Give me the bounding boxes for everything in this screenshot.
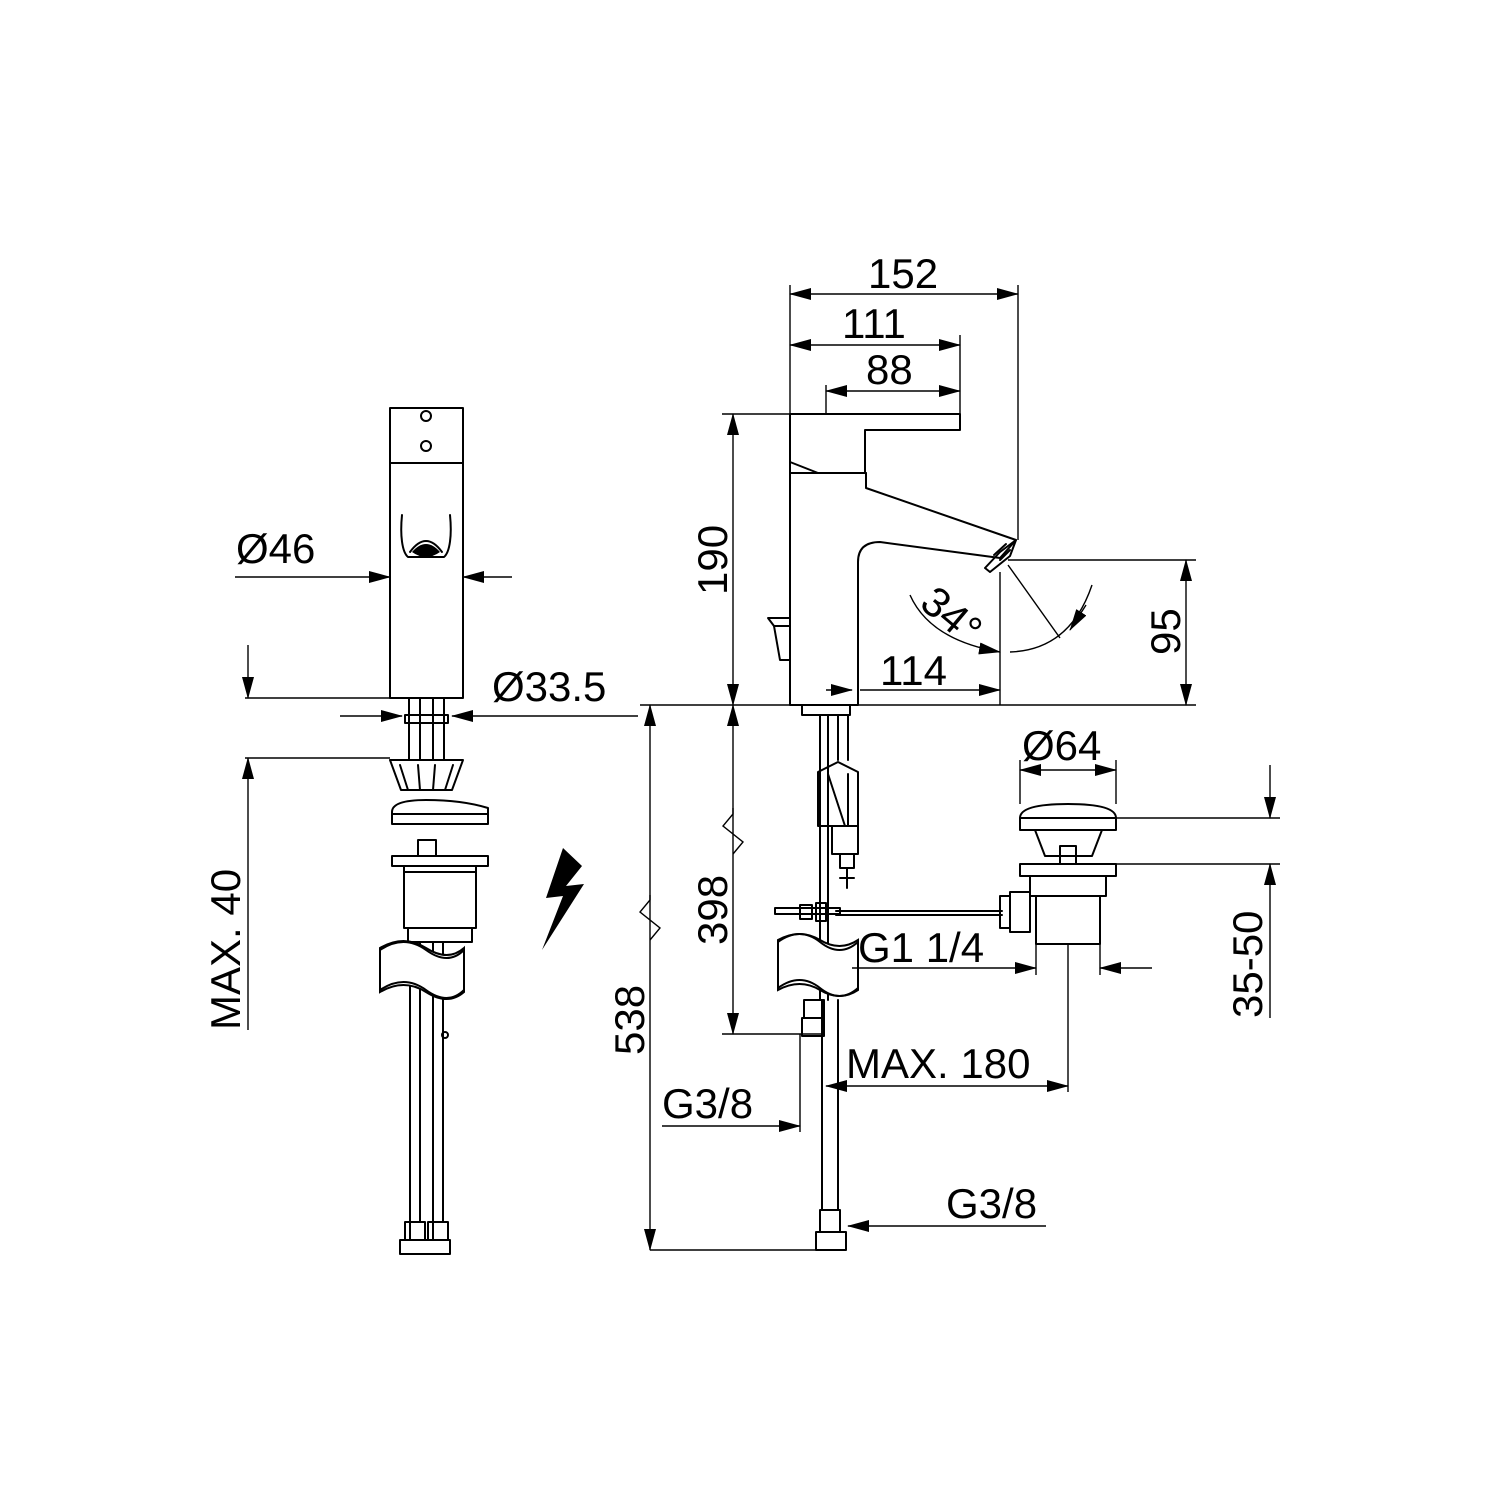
label-max-180: MAX. 180 xyxy=(846,1040,1030,1087)
front-view xyxy=(379,407,489,1255)
label-length-398: 398 xyxy=(689,875,736,945)
label-thread-g3-8-upper: G3/8 xyxy=(662,1080,753,1127)
label-range-35-50: 35-50 xyxy=(1224,911,1271,1018)
side-nut xyxy=(817,761,859,827)
dimension-labels: Ø46 Ø33.5 MAX. 40 152 111 88 190 34° 95 … xyxy=(202,250,1271,1227)
front-dimensions xyxy=(235,571,638,1030)
label-diameter-64: Ø64 xyxy=(1022,722,1101,769)
label-diameter-46: Ø46 xyxy=(236,525,315,572)
side-dimensions xyxy=(639,285,1280,1251)
label-width-88: 88 xyxy=(866,346,913,393)
mounting-nut xyxy=(389,759,464,791)
side-drain-cap xyxy=(1019,803,1117,819)
label-height-190: 190 xyxy=(689,525,736,595)
side-body xyxy=(789,461,1017,706)
label-angle-34: 34° xyxy=(912,577,991,654)
label-length-538: 538 xyxy=(606,985,653,1055)
drain-cap xyxy=(391,799,489,815)
label-height-95: 95 xyxy=(1142,608,1189,655)
label-max-40: MAX. 40 xyxy=(202,869,249,1030)
side-lever xyxy=(789,413,961,474)
label-width-111: 111 xyxy=(842,300,906,347)
side-view xyxy=(767,413,1117,1251)
label-thread-g1-1-4: G1 1/4 xyxy=(858,924,984,971)
label-reach-114: 114 xyxy=(880,647,947,694)
front-body xyxy=(389,407,464,699)
lightning-bolt-icon xyxy=(542,848,584,950)
label-thread-g3-8-lower: G3/8 xyxy=(946,1180,1037,1227)
label-diameter-33-5: Ø33.5 xyxy=(492,663,606,710)
label-width-152: 152 xyxy=(868,250,938,297)
